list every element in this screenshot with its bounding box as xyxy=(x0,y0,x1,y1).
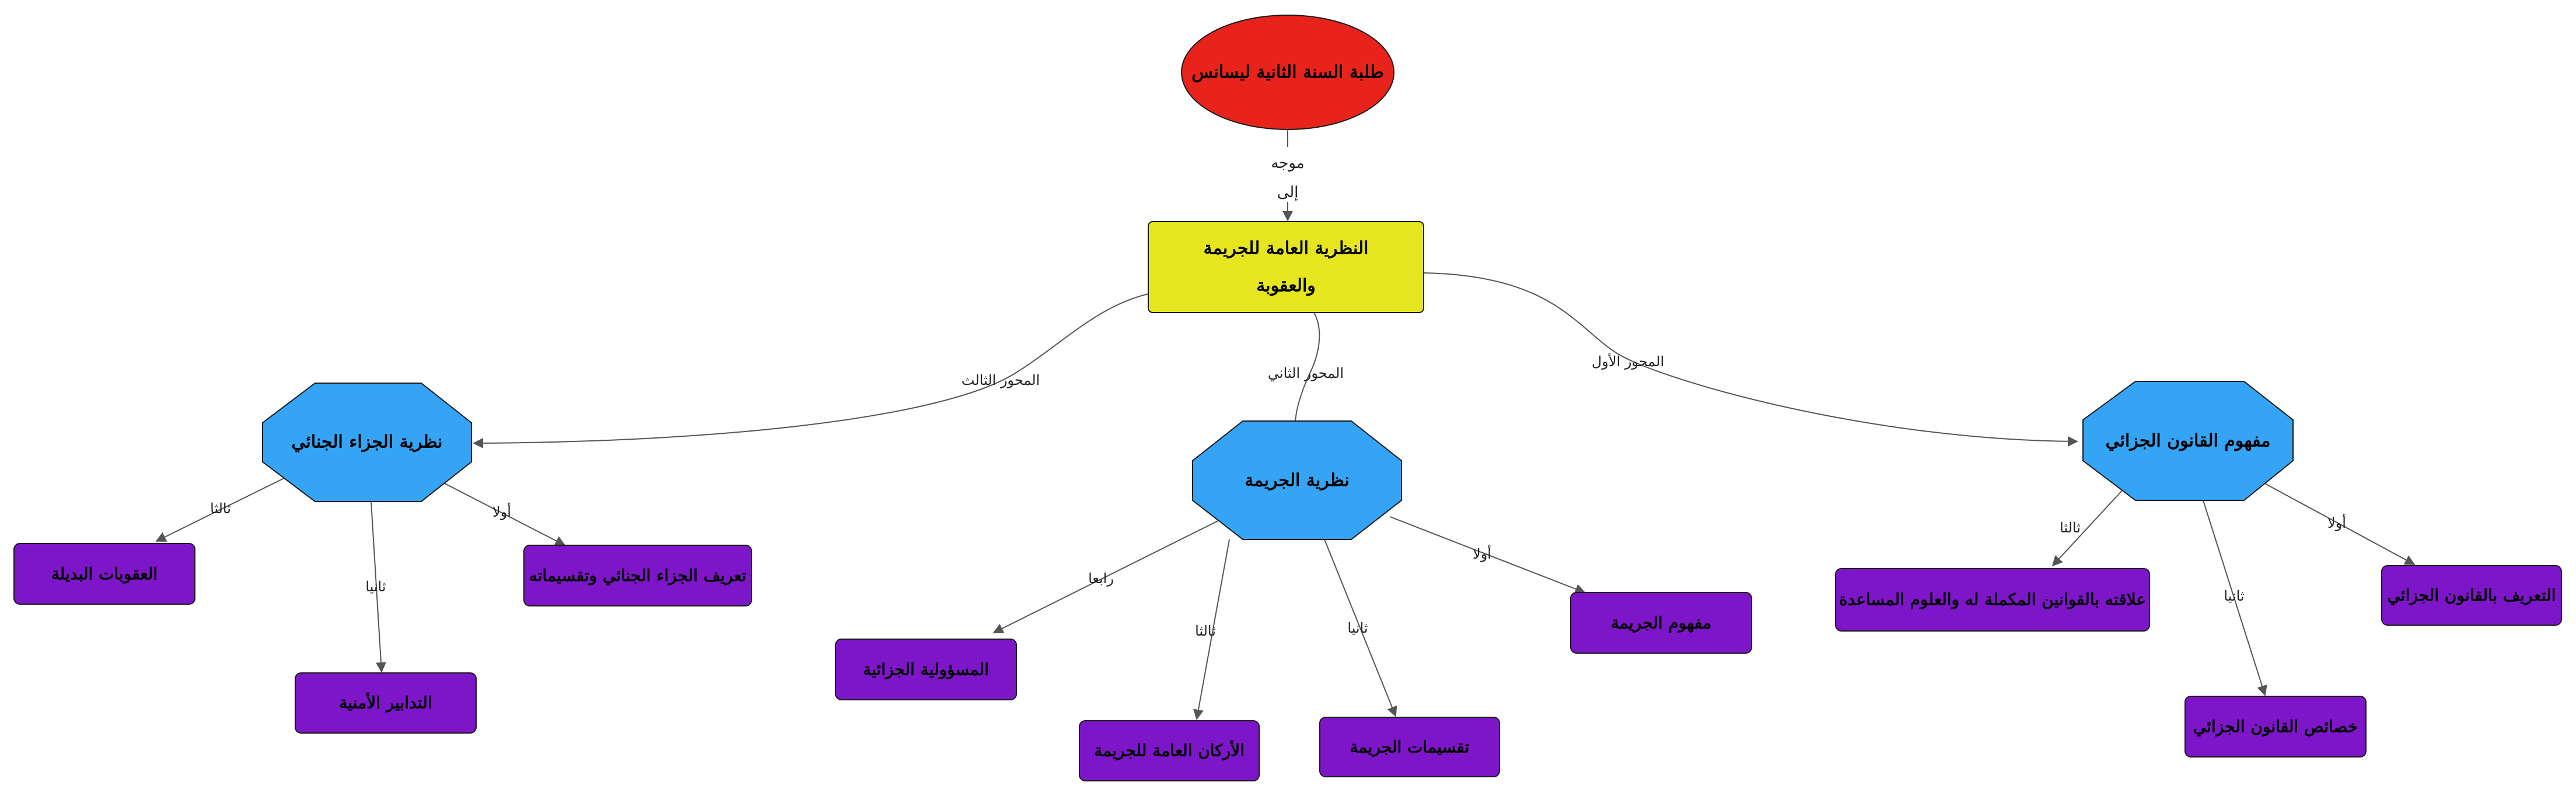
node-root[interactable]: طلبة السنة الثانية ليسانس xyxy=(1181,15,1394,130)
topic-law-features-label: خصائص القانون الجزائي xyxy=(2193,717,2358,737)
edge-crime-to-divisions xyxy=(1324,539,1397,717)
node-topic-crime-concept[interactable]: مفهوم الجريمة xyxy=(1570,592,1752,654)
axis-crime-label: نظرية الجريمة xyxy=(1245,471,1350,491)
node-topic-law-relations[interactable]: علاقته بالقوانين المكملة له والعلوم المس… xyxy=(1835,568,2150,632)
edge-penalty-to-alternatives xyxy=(155,478,285,542)
topic-law-definition-box xyxy=(2381,565,2562,626)
edge-title-to-law xyxy=(1423,272,2078,447)
topic-crime-concept-label: مفهوم الجريمة xyxy=(1611,613,1711,633)
edge-crime-to-elements xyxy=(1193,539,1230,720)
node-topic-crime-responsibility[interactable]: المسؤولية الجزائية xyxy=(835,639,1017,700)
topic-penalty-measures-label: التدابير الأمنية xyxy=(339,693,432,713)
topic-penalty-alternatives-box xyxy=(13,543,195,605)
node-title[interactable]: النظرية العامة للجريمة والعقوبة xyxy=(1148,221,1424,313)
edge-labels: موجه إلى المحور الأول المحور الثاني المح… xyxy=(210,155,2346,639)
edge-label-law-second: ثانيا xyxy=(2224,588,2244,604)
topic-crime-divisions-box xyxy=(1319,717,1500,777)
axis-law-label: مفهوم القانون الجزائي xyxy=(2106,431,2271,451)
node-topic-penalty-measures[interactable]: التدابير الأمنية xyxy=(295,672,477,734)
node-topic-crime-elements[interactable]: الأركان العامة للجريمة xyxy=(1079,720,1260,781)
edge-law-to-definition xyxy=(2261,481,2416,565)
edge-label-title-to-penalty: المحور الثالث xyxy=(962,372,1040,388)
edge-penalty-to-definition xyxy=(443,482,566,546)
edge-label-penalty-third: ثالثا xyxy=(210,500,231,517)
edge-crime-to-responsibility xyxy=(992,518,1222,633)
edge-label-law-third: ثالثا xyxy=(2060,520,2081,536)
edge-label-penalty-first: أولا xyxy=(492,502,511,520)
topic-law-definition-label: التعريف بالقانون الجزائي xyxy=(2387,586,2556,606)
topic-crime-elements-label: الأركان العامة للجريمة xyxy=(1094,741,1245,761)
edge-law-to-features xyxy=(2203,500,2267,696)
topic-crime-elements-box xyxy=(1079,720,1260,781)
topic-crime-divisions-label: تقسيمات الجريمة xyxy=(1350,738,1469,758)
edge-label-law-first: أولا xyxy=(2327,513,2346,531)
edge-law-to-relations xyxy=(2051,488,2124,567)
edge-label-root-to-title-line1: موجه xyxy=(1271,155,1304,172)
edge-title-to-penalty xyxy=(473,293,1149,448)
topic-crime-responsibility-box xyxy=(835,639,1017,700)
title-box xyxy=(1148,221,1424,313)
node-axis-crime[interactable]: نظرية الجريمة xyxy=(1192,420,1402,540)
edge-crime-to-concept xyxy=(1389,516,1586,594)
topic-crime-responsibility-label: المسؤولية الجزائية xyxy=(863,660,989,680)
node-topic-crime-divisions[interactable]: تقسيمات الجريمة xyxy=(1319,717,1500,777)
topic-crime-concept-box xyxy=(1570,592,1752,654)
title-label-line2: والعقوبة xyxy=(1256,276,1316,296)
axis-penalty-label: نظرية الجزاء الجنائي xyxy=(291,432,442,453)
node-topic-penalty-alternatives[interactable]: العقوبات البديلة xyxy=(13,543,195,605)
nodes: طلبة السنة الثانية ليسانس النظرية العامة… xyxy=(13,15,2562,781)
edge-label-title-to-crime: المحور الثاني xyxy=(1268,365,1344,381)
topic-law-relations-box xyxy=(1835,568,2150,632)
root-ellipse xyxy=(1181,15,1394,130)
edge-label-penalty-second: ثانيا xyxy=(365,578,386,595)
axis-crime-octagon xyxy=(1192,420,1402,540)
node-axis-penalty[interactable]: نظرية الجزاء الجنائي xyxy=(262,383,472,502)
topic-law-relations-label: علاقته بالقوانين المكملة له والعلوم المس… xyxy=(1839,590,2146,610)
topic-penalty-definition-box xyxy=(523,545,752,606)
edge-label-crime-first: أولا xyxy=(1473,544,1491,562)
topic-penalty-alternatives-label: العقوبات البديلة xyxy=(51,564,158,584)
edge-title-to-crime xyxy=(1295,312,1320,422)
root-label: طلبة السنة الثانية ليسانس xyxy=(1191,62,1384,83)
node-topic-law-definition[interactable]: التعريف بالقانون الجزائي xyxy=(2381,565,2562,626)
node-topic-penalty-definition[interactable]: تعريف الجزاء الجنائي وتقسيماته xyxy=(523,545,752,606)
edge-label-crime-third: ثالثا xyxy=(1195,623,1216,639)
topic-law-features-box xyxy=(2184,696,2367,758)
axis-law-octagon xyxy=(2082,381,2294,501)
title-label-line1: النظرية العامة للجريمة xyxy=(1203,239,1368,259)
edge-label-root-to-title-line2: إلى xyxy=(1277,184,1299,201)
edge-penalty-to-measures xyxy=(371,501,386,673)
axis-penalty-octagon xyxy=(262,383,472,502)
edges xyxy=(155,129,2416,720)
node-axis-law[interactable]: مفهوم القانون الجزائي xyxy=(2082,381,2294,501)
edge-label-crime-fourth: رابعا xyxy=(1088,570,1114,587)
edge-label-title-to-law: المحور الأول xyxy=(1592,352,1664,370)
edge-label-crime-second: ثانيا xyxy=(1347,620,1368,636)
topic-penalty-measures-box xyxy=(295,672,477,734)
topic-penalty-definition-label: تعريف الجزاء الجنائي وتقسيماته xyxy=(529,566,747,586)
node-topic-law-features[interactable]: خصائص القانون الجزائي xyxy=(2184,696,2367,758)
